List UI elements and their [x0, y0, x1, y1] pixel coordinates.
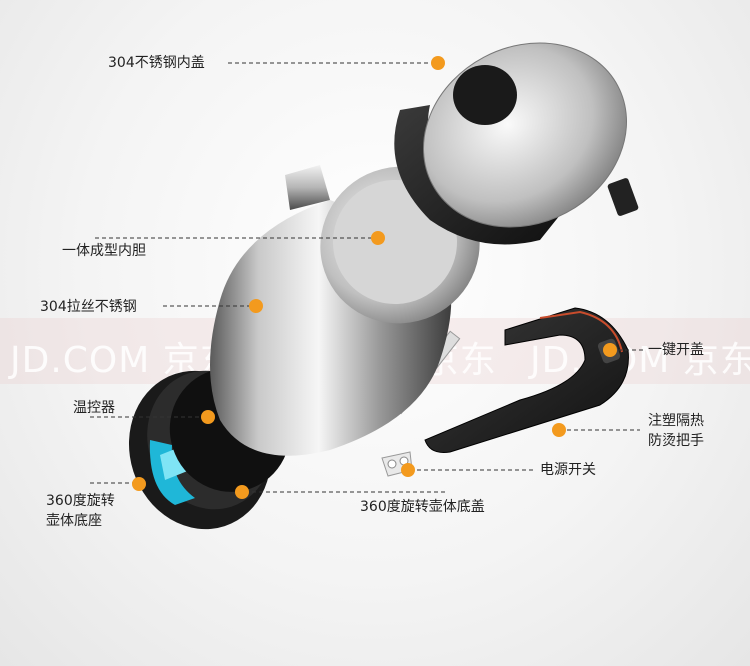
callout-dot — [431, 56, 445, 70]
callout-dot — [401, 463, 415, 477]
callout-dot — [201, 410, 215, 424]
callout-dot — [235, 485, 249, 499]
label-base-line1: 360度旋转 — [46, 493, 115, 509]
leader-lines — [90, 62, 645, 493]
callout-dot — [249, 299, 263, 313]
callout-dot — [132, 477, 146, 491]
lid-part — [394, 42, 639, 245]
label-bottom-cover: 360度旋转壶体底盖 — [360, 499, 485, 515]
label-power-switch: 电源开关 — [540, 462, 596, 478]
label-base-line2: 壶体底座 — [46, 513, 102, 529]
label-lid: 304不锈钢内盖 — [108, 55, 205, 71]
callout-dot — [371, 231, 385, 245]
label-handle-line1: 注塑隔热 — [648, 413, 704, 429]
callout-dot — [603, 343, 617, 357]
label-handle-line2: 防烫把手 — [648, 433, 704, 449]
callout-dot — [552, 423, 566, 437]
watermark-text: JD.COM 京东 — [530, 340, 750, 381]
label-thermostat: 温控器 — [73, 400, 115, 416]
label-lid-button: 一键开盖 — [648, 342, 704, 358]
label-liner: 一体成型内胆 — [62, 243, 146, 259]
label-body: 304拉丝不锈钢 — [40, 299, 137, 315]
